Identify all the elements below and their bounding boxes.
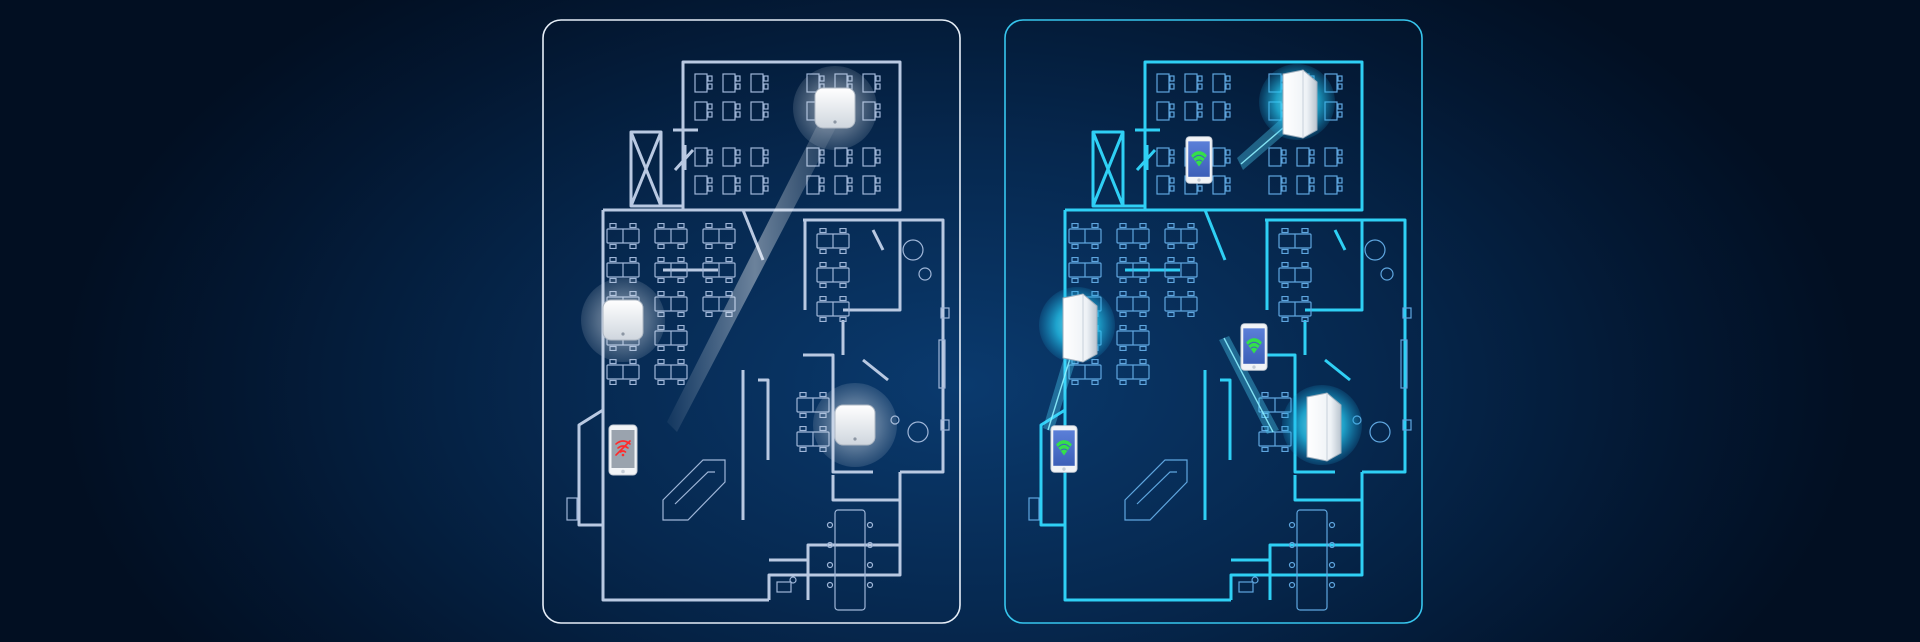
- connection-beams: [1043, 110, 1301, 434]
- smartphone-wifi-icon: [1050, 425, 1078, 473]
- wall-mesh-router-icon: [1306, 392, 1342, 462]
- panel-traditional: [542, 19, 961, 624]
- panel-frame: [542, 19, 961, 624]
- weak-signal-beam: [667, 102, 843, 432]
- wall-mesh-router-icon: [1282, 69, 1318, 139]
- smartphone-wifi-icon: [1240, 323, 1268, 371]
- smartphone-no-signal-icon: [608, 424, 638, 476]
- ceiling-access-point-icon: [602, 299, 644, 341]
- ceiling-access-point-icon: [834, 404, 876, 446]
- wall-mesh-router-icon: [1062, 293, 1098, 363]
- smartphone-wifi-icon: [1185, 136, 1213, 184]
- panel-frame: [1004, 19, 1423, 624]
- ceiling-access-point-icon: [814, 87, 856, 129]
- panel-mesh: [1004, 19, 1423, 624]
